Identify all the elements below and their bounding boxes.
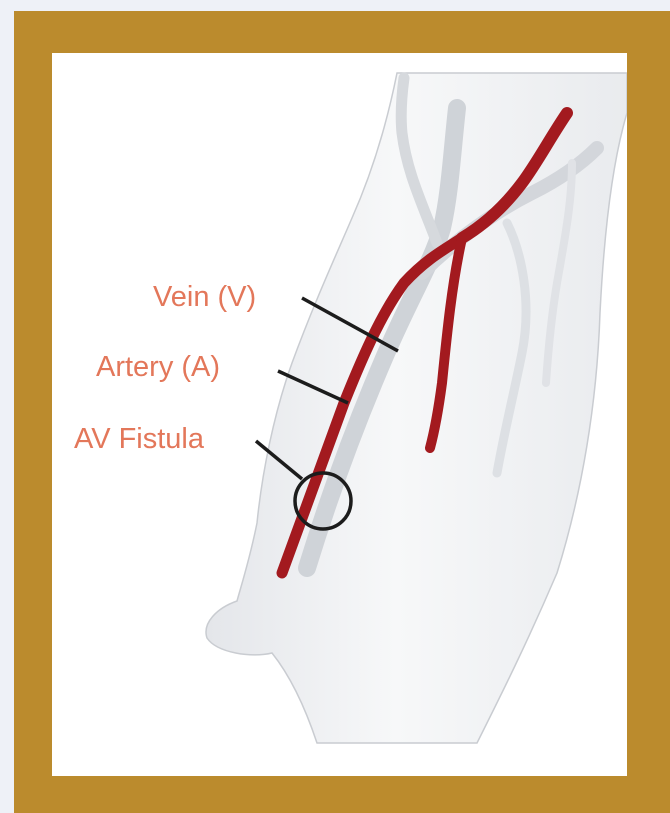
- av-fistula-label: AV Fistula: [74, 425, 204, 454]
- vein-label: Vein (V): [153, 283, 256, 312]
- diagram-panel: Vein (V) Artery (A) AV Fistula: [52, 53, 627, 776]
- forearm-illustration: [52, 53, 627, 776]
- artery-label: Artery (A): [96, 353, 220, 382]
